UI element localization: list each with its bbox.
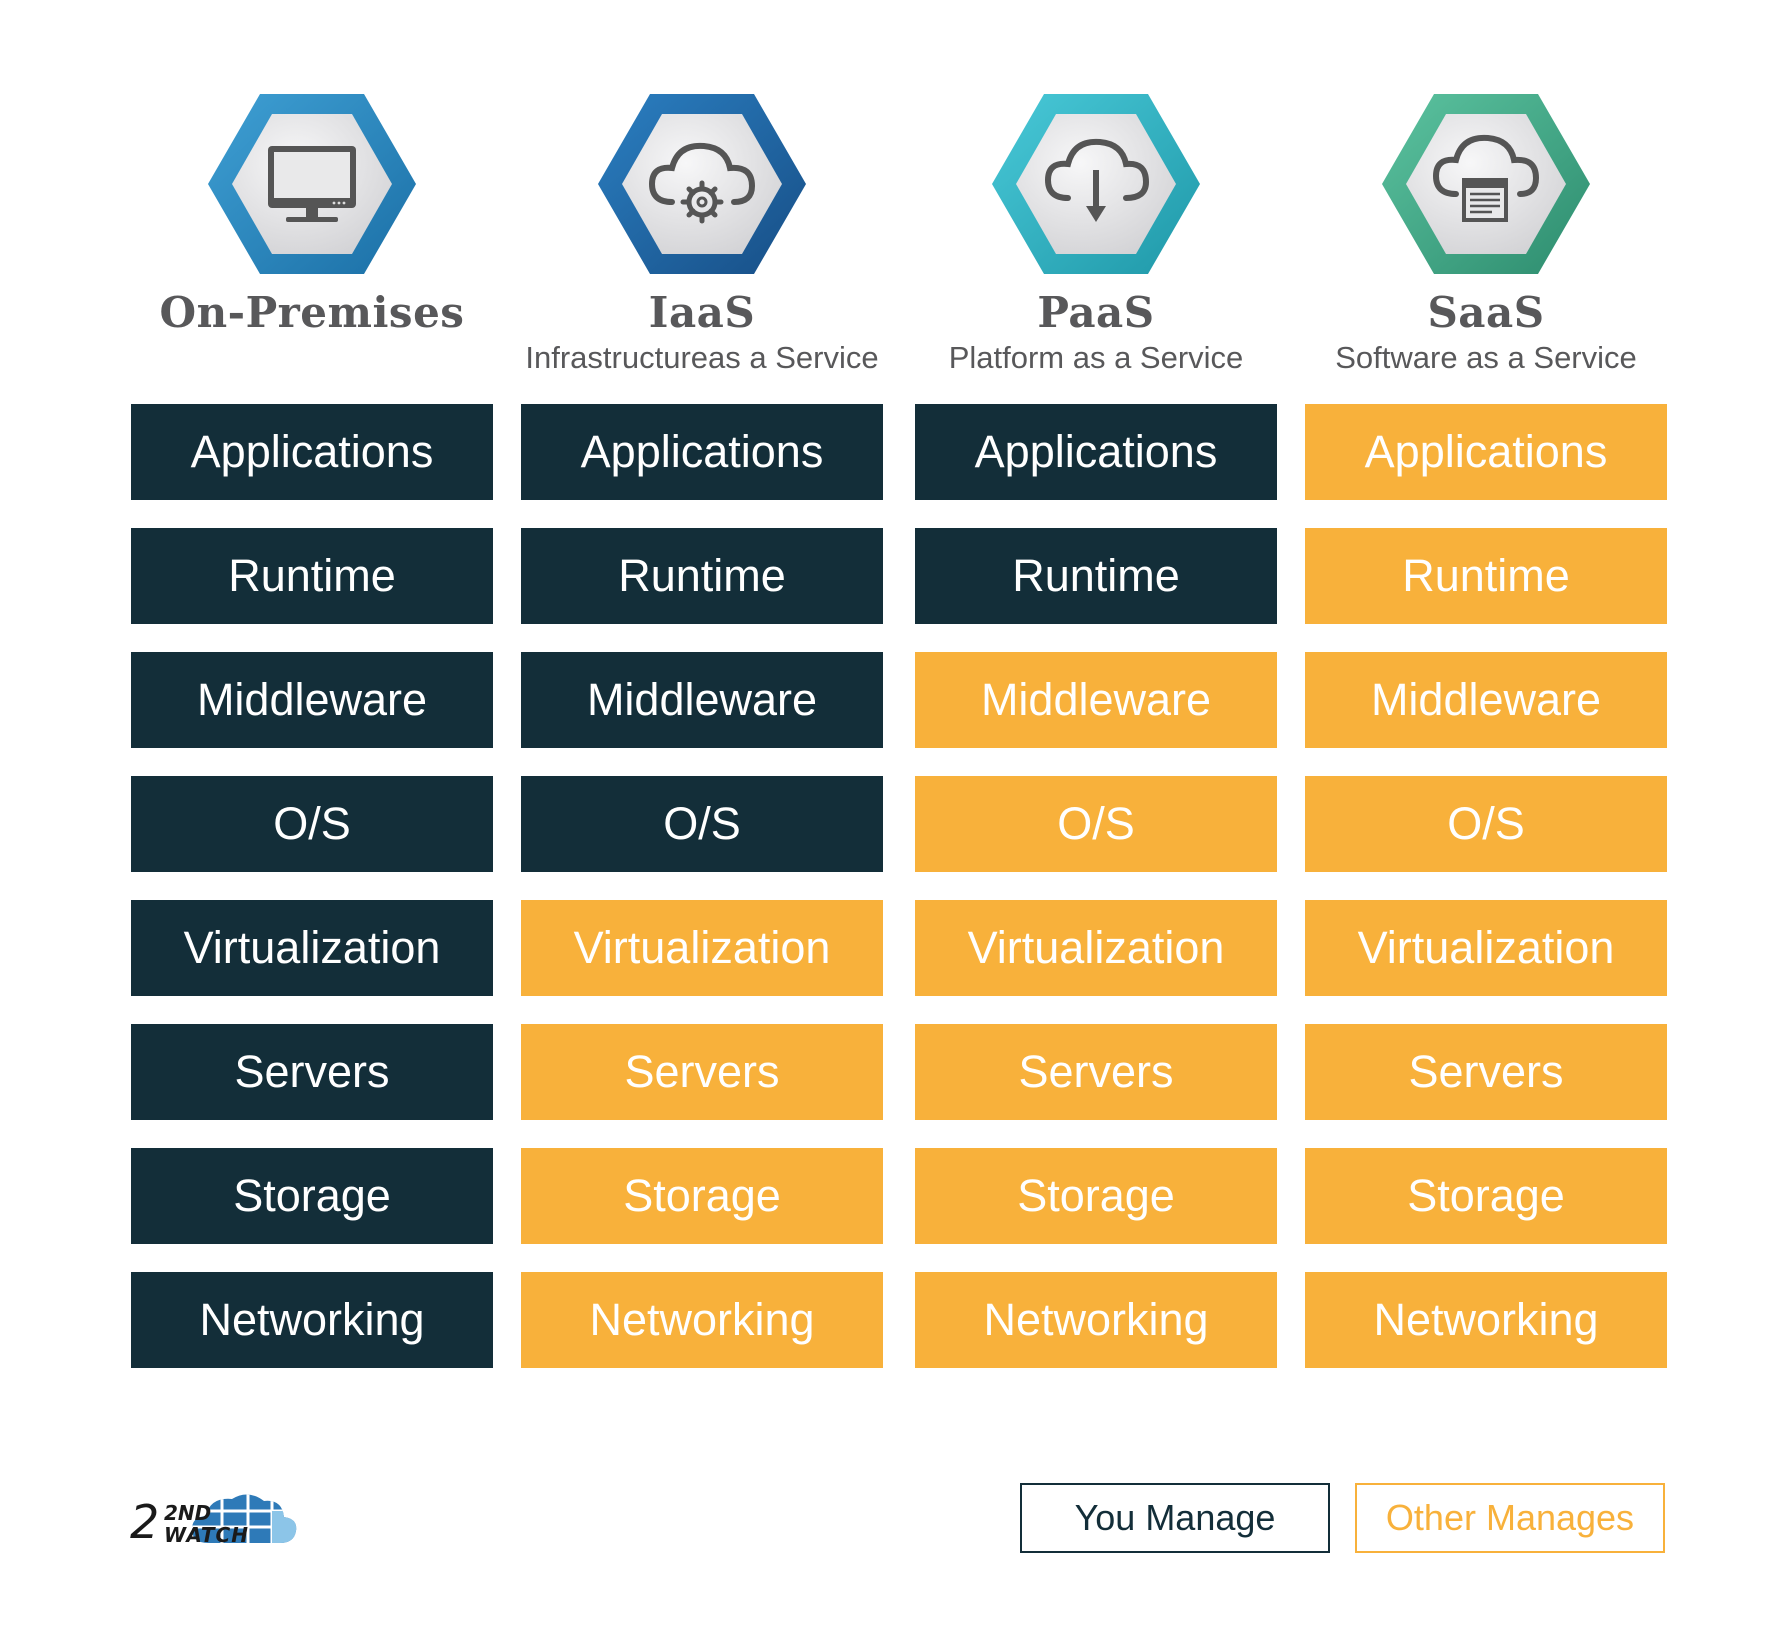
cloud-gear-icon bbox=[598, 94, 806, 274]
logo-text-watch: WATCH bbox=[164, 1523, 249, 1547]
layer-servers: Servers bbox=[131, 1024, 493, 1120]
layer-networking: Networking bbox=[131, 1272, 493, 1368]
hexagon-badge bbox=[207, 90, 417, 278]
company-logo: 2 2ND WATCH bbox=[130, 1485, 305, 1555]
legend-you-label: You Manage bbox=[1074, 1497, 1276, 1538]
column-subtitle: Platform as a Service bbox=[948, 340, 1244, 375]
layer-applications: Applications bbox=[131, 404, 493, 500]
layer-middleware: Middleware bbox=[131, 652, 493, 748]
layer-runtime: Runtime bbox=[131, 528, 493, 624]
layer-o-s: O/S bbox=[1305, 776, 1667, 872]
layer-virtualization: Virtualization bbox=[131, 900, 493, 996]
layer-networking: Networking bbox=[1305, 1272, 1667, 1368]
layer-servers: Servers bbox=[521, 1024, 883, 1120]
hexagon-badge bbox=[991, 90, 1201, 278]
layer-virtualization: Virtualization bbox=[521, 900, 883, 996]
layer-runtime: Runtime bbox=[1305, 528, 1667, 624]
column-title: PaaS bbox=[1037, 288, 1155, 337]
legend-other-manages: Other Manages bbox=[1355, 1483, 1665, 1553]
layer-applications: Applications bbox=[1305, 404, 1667, 500]
layer-runtime: Runtime bbox=[915, 528, 1277, 624]
layer-storage: Storage bbox=[915, 1148, 1277, 1244]
layer-virtualization: Virtualization bbox=[1305, 900, 1667, 996]
layer-o-s: O/S bbox=[521, 776, 883, 872]
column-title: On-Premises bbox=[159, 288, 465, 337]
layer-virtualization: Virtualization bbox=[915, 900, 1277, 996]
logo-text-nd: 2ND bbox=[164, 1501, 212, 1525]
cloud-logo-icon bbox=[192, 1494, 297, 1544]
layer-applications: Applications bbox=[521, 404, 883, 500]
column-title: SaaS bbox=[1427, 288, 1545, 337]
hexagon-badge bbox=[1381, 90, 1591, 278]
layer-storage: Storage bbox=[1305, 1148, 1667, 1244]
cloud-document-icon bbox=[1382, 94, 1590, 274]
layer-servers: Servers bbox=[1305, 1024, 1667, 1120]
layer-middleware: Middleware bbox=[1305, 652, 1667, 748]
layer-middleware: Middleware bbox=[521, 652, 883, 748]
layer-storage: Storage bbox=[131, 1148, 493, 1244]
column-title: IaaS bbox=[648, 288, 756, 337]
layer-storage: Storage bbox=[521, 1148, 883, 1244]
column-subtitle: Software as a Service bbox=[1335, 340, 1637, 375]
layer-runtime: Runtime bbox=[521, 528, 883, 624]
monitor-icon bbox=[208, 94, 416, 274]
hexagon-badge bbox=[597, 90, 807, 278]
layer-networking: Networking bbox=[521, 1272, 883, 1368]
layer-applications: Applications bbox=[915, 404, 1277, 500]
layer-o-s: O/S bbox=[131, 776, 493, 872]
legend-other-label: Other Manages bbox=[1385, 1497, 1635, 1538]
layer-networking: Networking bbox=[915, 1272, 1277, 1368]
cloud-download-icon bbox=[992, 94, 1200, 274]
layer-servers: Servers bbox=[915, 1024, 1277, 1120]
column-subtitle: Infrastructureas a Service bbox=[525, 340, 879, 375]
legend-you-manage: You Manage bbox=[1020, 1483, 1330, 1553]
layer-o-s: O/S bbox=[915, 776, 1277, 872]
layer-middleware: Middleware bbox=[915, 652, 1277, 748]
